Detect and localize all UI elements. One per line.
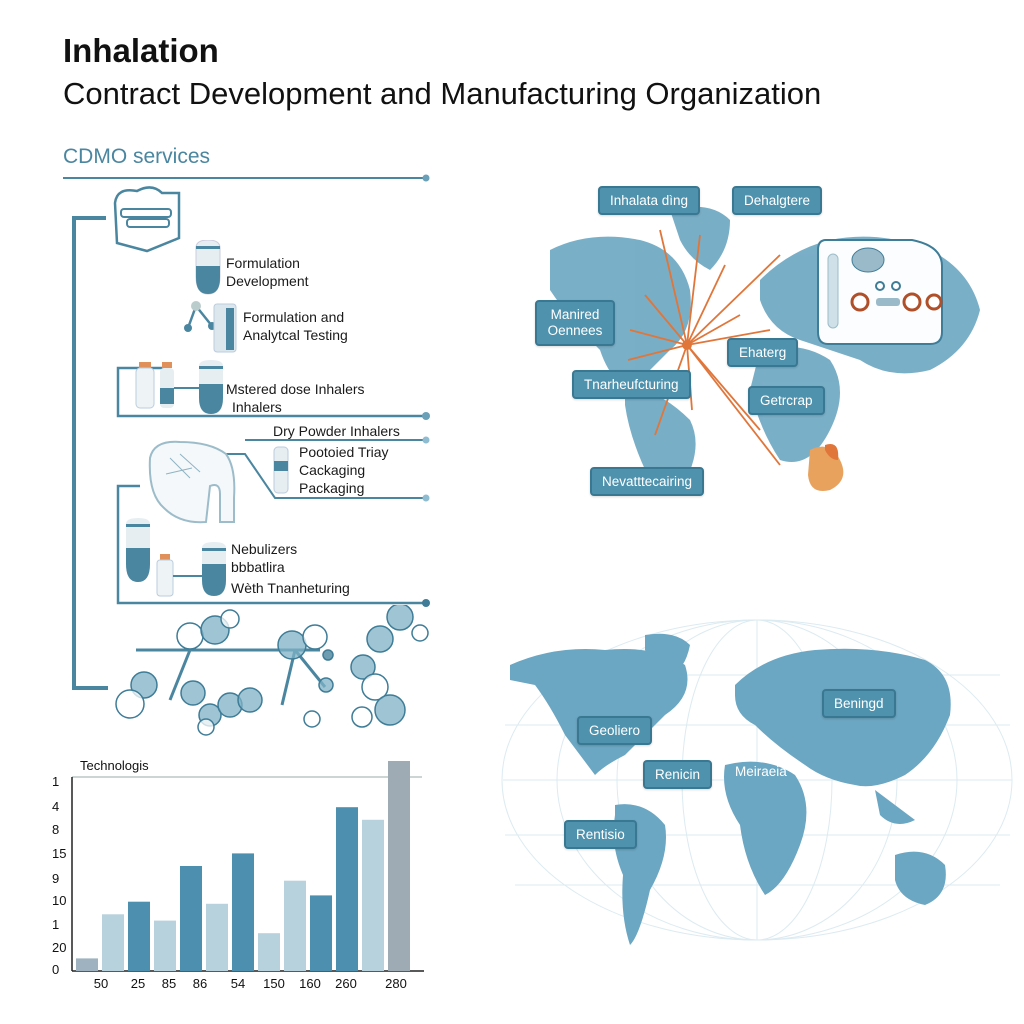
nebulizer-icon: [126, 518, 226, 597]
x-tick: 85: [161, 976, 177, 991]
bar-chart: [71, 761, 424, 972]
service-nebulizers: Nebulizers bbbatlira Wèth Tnanheturing: [231, 541, 350, 596]
map-tag-beningd: Beningd: [822, 689, 896, 718]
chart-bar: [362, 819, 384, 971]
page-subtitle: Contract Development and Manufacturing O…: [63, 76, 822, 111]
lab-device-icon: [113, 186, 181, 253]
services-tree-diagram: [63, 174, 430, 690]
chart-bar: [258, 933, 280, 971]
y-tick: 1: [52, 917, 60, 932]
service-formulation-development: Formulation Development: [226, 255, 309, 289]
tray-vial-icon: [273, 446, 289, 494]
y-tick: 4: [52, 799, 60, 814]
chart-bar: [388, 761, 410, 971]
chart-bar: [232, 853, 254, 971]
x-tick: 50: [93, 976, 109, 991]
chart-bar: [180, 866, 202, 971]
chart-bar: [154, 920, 176, 971]
y-tick: 20: [52, 940, 67, 955]
y-tick: 0: [52, 962, 60, 977]
dry-powder-inhaler-icon: [148, 440, 236, 524]
map-tag-manufacturing: Tnarheufcturing: [572, 370, 691, 399]
y-tick: 1: [52, 774, 60, 789]
y-tick: 9: [52, 871, 60, 886]
service-metered-dose-inhalers: Mstered dose Inhalers Inhalers: [226, 381, 365, 415]
map-tag-ehaterg: Ehaterg: [727, 338, 799, 367]
chart-bar: [128, 901, 150, 971]
x-tick: 260: [335, 976, 357, 991]
service-dry-powder-inhalers: Dry Powder Inhalers: [273, 423, 400, 439]
map-tag-nevatttecairing: Nevatttecairing: [590, 467, 705, 496]
chart-bar: [284, 880, 306, 971]
map-tag-manired: Manired Oennees: [535, 300, 615, 346]
bottles-icon: [135, 360, 223, 414]
map-tag-getrcrap: Getrcrap: [748, 386, 825, 415]
x-tick: 280: [385, 976, 407, 991]
section-title-cdmo-services: CDMO services: [63, 145, 211, 168]
x-tick: 160: [299, 976, 321, 991]
service-formulation-analytical-testing: Formulation and Analytcal Testing: [243, 309, 348, 343]
x-tick: 86: [192, 976, 208, 991]
map-tag-inhalation: Inhalata dìng: [598, 186, 701, 215]
chart-title: Technologis: [80, 758, 149, 773]
y-tick: 8: [52, 822, 60, 837]
map-tag-meiraeia: Meiraeia: [735, 764, 787, 779]
service-packaging: Pootoied Triay Cackaging Packaging: [299, 444, 389, 496]
x-tick: 25: [130, 976, 146, 991]
molecule-chain-icon: [115, 605, 429, 736]
y-tick: 10: [52, 893, 67, 908]
capsule-icon: [195, 240, 221, 295]
chart-bar: [336, 807, 358, 971]
lab-document-icon: [817, 239, 943, 345]
chart-bar: [76, 958, 98, 971]
chart-bar: [102, 914, 124, 971]
x-tick: 150: [263, 976, 285, 991]
page-title: Inhalation: [63, 32, 219, 69]
world-globe-grid-icon: [501, 619, 1013, 945]
chart-bar: [310, 895, 332, 971]
x-tick: 54: [230, 976, 246, 991]
y-tick: 15: [52, 846, 67, 861]
map-tag-dehalgtere: Dehalgtere: [732, 186, 823, 215]
map-tag-renicin: Renicin: [643, 760, 713, 789]
map-tag-rentisio: Rentisio: [564, 820, 637, 849]
molecule-vial-icon: [184, 301, 237, 353]
map-tag-geoliero: Geoliero: [577, 716, 653, 745]
chart-bar: [206, 903, 228, 971]
